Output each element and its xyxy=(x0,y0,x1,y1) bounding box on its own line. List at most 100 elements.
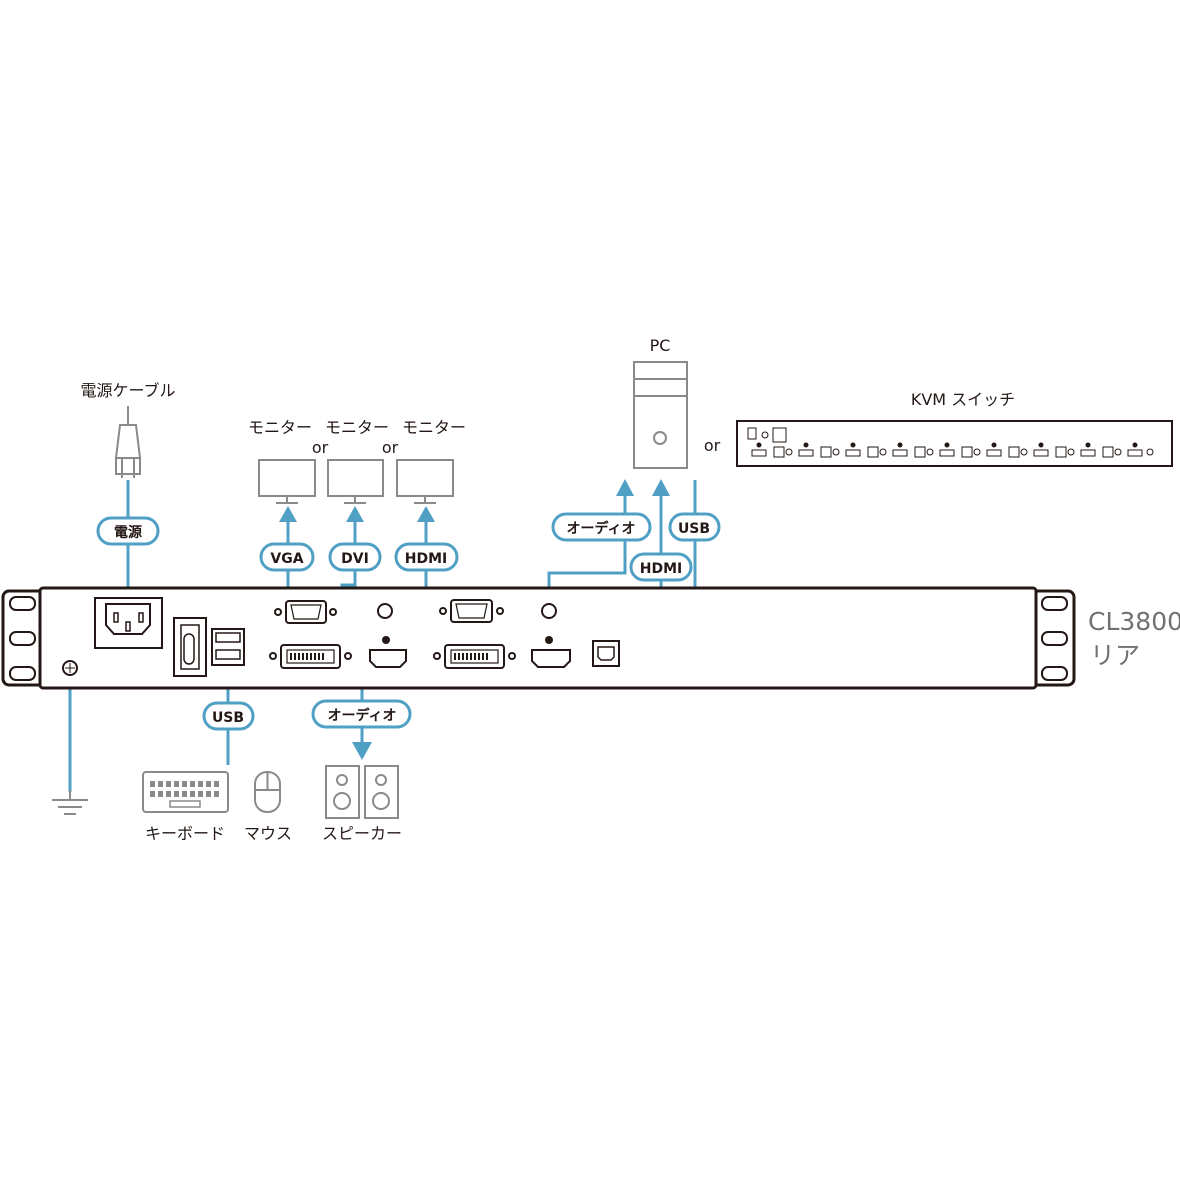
arrow-up-icon xyxy=(279,506,297,522)
monitor-label: モニター xyxy=(248,418,312,437)
kvm-audio-jack xyxy=(1114,448,1122,456)
usb-pc-connector-label: USB xyxy=(668,512,721,542)
speaker-label: スピーカー xyxy=(322,824,402,843)
kvm-audio-jack xyxy=(832,448,840,456)
kvm-usb-port xyxy=(914,446,926,458)
kvm-hdmi-port xyxy=(986,449,1002,457)
hdmi-logo-icon xyxy=(382,636,390,644)
monitor-icon xyxy=(396,459,454,504)
dvi-in-port xyxy=(433,644,516,669)
kvm-hdmi-port xyxy=(845,449,861,457)
arrow-up-icon xyxy=(346,506,364,522)
kvm-dot xyxy=(897,442,903,448)
kvm-audio-jack xyxy=(879,448,887,456)
model-name: CL3800 xyxy=(1088,607,1180,636)
kvm-hdmi-port xyxy=(1080,449,1096,457)
kvm-hdmi-port xyxy=(1033,449,1049,457)
hdmi-out-connector-label: HDMI xyxy=(394,542,459,572)
kvm-usb-port xyxy=(773,446,785,458)
rack-ear-holes xyxy=(9,596,1068,681)
speaker-icon xyxy=(325,765,399,819)
svg-text:電源: 電源 xyxy=(114,524,142,541)
kvm-dot xyxy=(1085,442,1091,448)
hdmi-out-port xyxy=(369,649,407,668)
or-label: or xyxy=(312,438,329,457)
mouse-label: マウス xyxy=(244,824,292,843)
keyboard-icon xyxy=(142,771,229,813)
kvm-usb-port xyxy=(1102,446,1114,458)
monitor-icon xyxy=(258,459,316,504)
kvm-switch-icon xyxy=(736,420,1173,467)
audio-out-connector-label: オーディオ xyxy=(311,699,412,729)
kvm-hdmi-port xyxy=(798,449,814,457)
kvm-audio-jack xyxy=(1067,448,1075,456)
power-inlet xyxy=(94,597,163,649)
vga-out-port xyxy=(274,600,337,624)
cl3800-rear-panel xyxy=(1,586,1076,690)
ground-screw-icon xyxy=(62,660,78,676)
hdmi-in-connector-label: HDMI xyxy=(629,552,693,582)
usb-a-ports xyxy=(211,628,245,666)
kvm-hdmi-port xyxy=(892,449,908,457)
monitor-label: モニター xyxy=(325,418,389,437)
kvm-usb-port xyxy=(820,446,832,458)
svg-text:DVI: DVI xyxy=(341,551,369,567)
audio-in-line xyxy=(547,488,627,600)
keyboard-label: キーボード xyxy=(145,824,225,843)
power-connector-label: 電源 xyxy=(96,516,160,546)
svg-text:USB: USB xyxy=(212,710,244,726)
power-plug-icon xyxy=(114,406,142,478)
svg-text:HDMI: HDMI xyxy=(640,561,682,577)
kvm-usb-port xyxy=(1008,446,1020,458)
vga-connector-label: VGA xyxy=(259,542,315,572)
pc-label: PC xyxy=(650,336,671,355)
pc-tower-icon xyxy=(633,361,688,469)
dvi-out-port xyxy=(269,644,352,669)
kvm-audio-jack xyxy=(1146,448,1154,456)
power-switch xyxy=(173,617,207,677)
kvm-audio-jack xyxy=(1020,448,1028,456)
svg-text:オーディオ: オーディオ xyxy=(566,520,635,537)
kvm-audio-jack xyxy=(973,448,981,456)
monitor-label: モニター xyxy=(402,418,466,437)
svg-text:USB: USB xyxy=(678,521,710,537)
arrow-up-icon xyxy=(616,479,634,496)
hdmi-in-port xyxy=(531,649,571,668)
kvm-audio-jack xyxy=(785,448,793,456)
svg-text:オーディオ: オーディオ xyxy=(327,707,396,724)
kvm-usb-port xyxy=(867,446,879,458)
arrow-up-icon xyxy=(652,479,670,496)
kvm-usb-port xyxy=(961,446,973,458)
audio-out-jack xyxy=(377,603,393,619)
kvm-dot xyxy=(944,442,950,448)
kvm-usb-port xyxy=(1055,446,1067,458)
model-view-label: リア xyxy=(1090,641,1140,670)
kvm-dot xyxy=(756,442,762,448)
monitor-icon xyxy=(327,459,384,504)
dvi-connector-label: DVI xyxy=(328,542,382,572)
audio-in-jack xyxy=(541,603,557,619)
vga-in-port xyxy=(439,599,504,623)
power-cable-label: 電源ケーブル xyxy=(80,381,175,400)
kvm-dot xyxy=(991,442,997,448)
kvm-dot xyxy=(1132,442,1138,448)
mouse-icon xyxy=(254,771,281,813)
or-label: or xyxy=(382,438,399,457)
usb-console-connector-label: USB xyxy=(202,701,255,731)
kvm-dot xyxy=(850,442,856,448)
kvm-hdmi-port xyxy=(939,449,955,457)
kvm-dot xyxy=(803,442,809,448)
ground-icon xyxy=(52,790,88,815)
or-label: or xyxy=(704,436,721,455)
arrow-down-icon xyxy=(352,742,372,760)
hdmi-logo-icon xyxy=(545,636,553,644)
svg-text:HDMI: HDMI xyxy=(405,551,447,567)
kvm-hdmi-port xyxy=(751,449,767,457)
arrow-up-icon xyxy=(417,506,435,522)
kvm-audio-jack xyxy=(926,448,934,456)
audio-in-connector-label: オーディオ xyxy=(551,512,652,542)
kvm-switch-label: KVM スイッチ xyxy=(911,390,1015,409)
usb-b-port xyxy=(592,640,620,667)
svg-text:VGA: VGA xyxy=(270,551,303,567)
